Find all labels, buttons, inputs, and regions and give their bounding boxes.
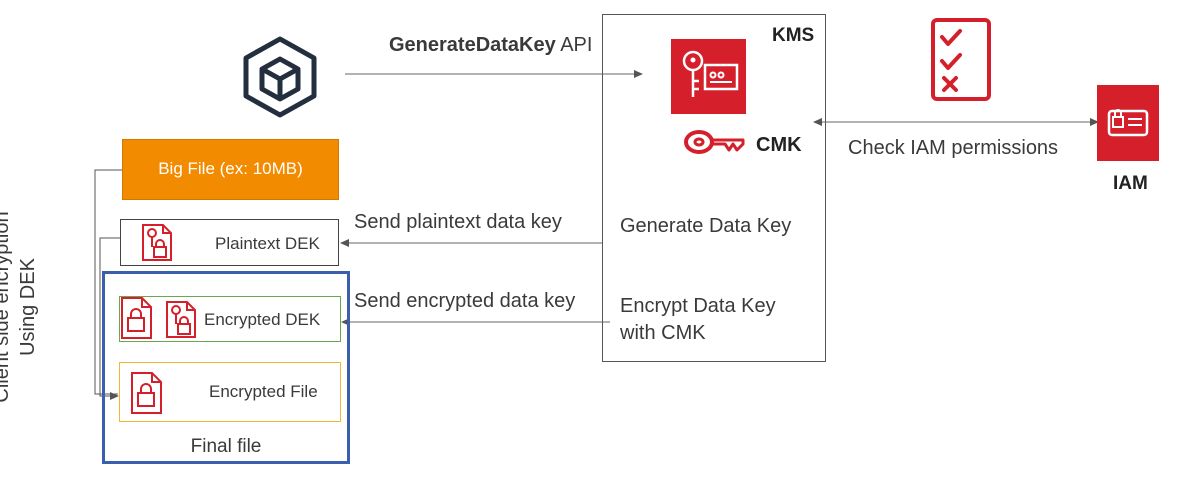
encrypt-data-key-label-2: with CMK	[620, 322, 706, 344]
kms-box	[602, 14, 826, 362]
encrypted-file-lock-icon	[120, 296, 153, 340]
side-label: Client side encryption Using DEK	[0, 207, 45, 407]
line-bigfile-to-encrypted	[94, 169, 122, 395]
iam-icon	[1097, 85, 1159, 161]
big-file-label: Big File (ex: 10MB)	[158, 159, 303, 178]
checklist-icon	[930, 17, 992, 102]
send-plaintext-label: Send plaintext data key	[354, 211, 562, 233]
iam-label: IAM	[1113, 173, 1148, 194]
lock-file-icon	[130, 371, 163, 415]
cmk-key-icon	[683, 126, 747, 158]
cmk-label: CMK	[756, 134, 802, 156]
send-encrypted-label: Send encrypted data key	[354, 290, 576, 312]
kms-key-icon	[671, 39, 746, 114]
big-file-box: Big File (ex: 10MB)	[122, 139, 339, 200]
encrypted-dek-box: Encrypted DEK	[119, 296, 341, 342]
api-call-bold: GenerateDataKey	[389, 34, 556, 56]
lock-file-icon	[141, 223, 173, 262]
api-call-rest: API	[555, 34, 593, 56]
encrypt-data-key-label-1: Encrypt Data Key	[620, 295, 776, 317]
final-file-label: Final file	[190, 436, 262, 457]
sdk-cube-icon	[240, 35, 320, 119]
generate-data-key-label: Generate Data Key	[620, 215, 792, 237]
plaintext-dek-box: Plaintext DEK	[120, 219, 339, 266]
encrypted-dek-label: Encrypted DEK	[204, 310, 321, 329]
plaintext-dek-label: Plaintext DEK	[215, 234, 320, 253]
line-dek-to-encrypted	[99, 237, 120, 400]
encrypted-file-label: Encrypted File	[209, 382, 318, 401]
check-iam-label: Check IAM permissions	[848, 137, 1059, 159]
encrypted-file-box: Encrypted File	[119, 362, 341, 422]
side-label-line1: Client side encryption	[0, 211, 13, 403]
key-lock-file-icon	[165, 300, 197, 339]
api-call-label: GenerateDataKey API	[389, 34, 592, 57]
kms-title: KMS	[772, 25, 815, 46]
final-file-container: Final file	[102, 271, 350, 464]
side-label-line2: Using DEK	[17, 258, 39, 356]
